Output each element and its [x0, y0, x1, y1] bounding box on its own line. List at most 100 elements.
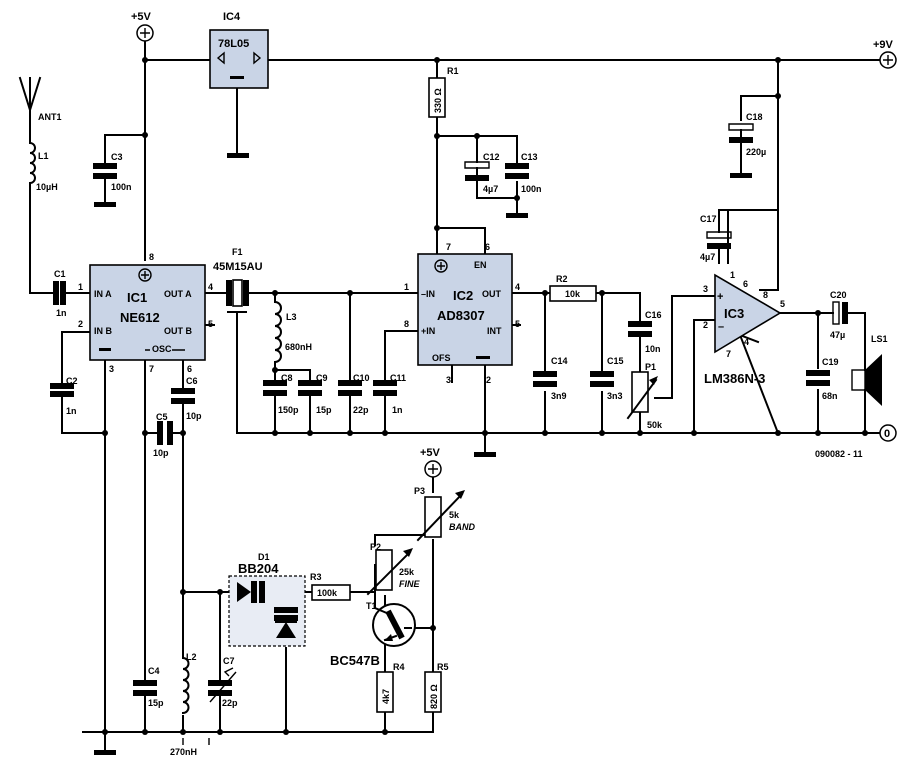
- svg-text:3n3: 3n3: [607, 391, 623, 401]
- varicap-diode-icon: [237, 582, 251, 602]
- supply-5v-label: +5V: [131, 11, 152, 23]
- svg-text:ANT1: ANT1: [38, 112, 62, 122]
- capacitor-c18: C18 220µ: [728, 112, 766, 178]
- capacitor-icon: [338, 380, 362, 396]
- ic1-part: NE612: [120, 310, 160, 325]
- capacitor-c6: C6 10p: [171, 376, 202, 421]
- svg-text:50k: 50k: [647, 420, 663, 430]
- svg-text:–: –: [718, 321, 724, 333]
- svg-text:C11: C11: [390, 373, 406, 383]
- capacitor-icon: [93, 163, 117, 179]
- ground-icon: [227, 153, 249, 158]
- capacitor-c13: C13 100n: [505, 152, 542, 218]
- capacitor-c10: C10 22p: [338, 373, 370, 415]
- inductor-l2: L2 270nH: [170, 652, 210, 757]
- capacitor-icon: [533, 371, 557, 387]
- supply-9v-label: +9V: [873, 39, 894, 51]
- svg-text:BAND: BAND: [449, 522, 475, 532]
- inductor-icon: [28, 141, 36, 185]
- svg-text:7: 7: [149, 364, 154, 374]
- capacitor-c17: C17 4µ7: [700, 214, 732, 262]
- svg-text:7: 7: [446, 242, 451, 252]
- capacitor-icon: [806, 370, 830, 386]
- svg-text:C9: C9: [316, 373, 328, 383]
- capacitor-c3: C3 100n: [93, 152, 132, 207]
- capacitor-c20: C20 47µ: [830, 290, 848, 340]
- resistor-r2: R2 10k: [549, 274, 597, 302]
- svg-text:8: 8: [149, 252, 154, 262]
- antenna: ANT1: [18, 76, 62, 122]
- wires: [29, 39, 881, 753]
- svg-text:8: 8: [763, 290, 768, 300]
- svg-text:C18: C18: [746, 112, 763, 122]
- ic4-regulator: IC4 78L05: [209, 11, 269, 89]
- svg-text:L1: L1: [38, 151, 49, 161]
- capacitor-c16: C16 10n: [628, 310, 662, 354]
- svg-text:R1: R1: [447, 66, 459, 76]
- crystal-filter-icon: [226, 280, 249, 306]
- inductor-l3: L3 680nH: [273, 300, 312, 364]
- svg-text:10p: 10p: [153, 448, 169, 458]
- svg-text:8: 8: [404, 319, 409, 329]
- trimmer-capacitor-c7: C7 22p: [208, 656, 238, 709]
- capacitor-c14: C14 3n9: [533, 356, 568, 401]
- inductor-icon: [273, 300, 282, 364]
- svg-text:R3: R3: [310, 572, 322, 582]
- loudspeaker-icon: [851, 369, 866, 391]
- svg-text:FINE: FINE: [399, 579, 420, 589]
- drawing-number: 090082 - 11: [815, 449, 863, 459]
- svg-text:OUT A: OUT A: [164, 289, 192, 299]
- ic3-audio-amp: IC3 LM386N-3 + – 1 2 3 4 5 6 7 8: [703, 270, 785, 386]
- loudspeaker-ls1: LS1: [851, 334, 888, 406]
- ic2-log-amp: IC2 AD8307 –IN +IN OUT EN INT OFS 1 2 3 …: [404, 242, 520, 385]
- svg-text:5: 5: [208, 319, 213, 329]
- svg-text:3: 3: [703, 284, 708, 294]
- resistor-icon: [549, 285, 597, 302]
- svg-text:C2: C2: [66, 376, 78, 386]
- svg-text:6: 6: [187, 364, 192, 374]
- svg-text:P2: P2: [370, 542, 381, 552]
- svg-text:100n: 100n: [111, 182, 132, 192]
- ic4-ref: IC4: [223, 11, 241, 23]
- resistor-icon: [311, 584, 351, 601]
- resistor-r3: R3 100k: [310, 572, 351, 601]
- resistor-icon: [424, 671, 442, 713]
- ic3-ref: IC3: [724, 306, 744, 321]
- svg-text:C17: C17: [700, 214, 717, 224]
- svg-text:L3: L3: [286, 312, 297, 322]
- svg-text:OSC: OSC: [152, 344, 172, 354]
- capacitor-c9: C9 15p: [298, 373, 332, 415]
- svg-text:C4: C4: [148, 666, 160, 676]
- capacitor-icon: [373, 380, 397, 396]
- svg-text:15p: 15p: [316, 405, 332, 415]
- svg-text:15p: 15p: [148, 698, 164, 708]
- svg-text:C5: C5: [156, 412, 168, 422]
- capacitor-icon: [53, 281, 66, 305]
- capacitor-c19: C19 68n: [806, 357, 839, 401]
- svg-text:150p: 150p: [278, 405, 299, 415]
- svg-text:100n: 100n: [521, 184, 542, 194]
- svg-text:+IN: +IN: [421, 326, 435, 336]
- potentiometer-p1: P1 50k: [626, 362, 663, 430]
- resistor-icon: [428, 77, 446, 118]
- capacitor-icon: [171, 388, 195, 404]
- ic2-part: AD8307: [437, 308, 485, 323]
- svg-text:5: 5: [515, 319, 520, 329]
- svg-text:1n: 1n: [56, 308, 67, 318]
- svg-text:10µH: 10µH: [36, 182, 58, 192]
- ground-icon: [94, 750, 116, 755]
- svg-text:68n: 68n: [822, 391, 838, 401]
- ic1-mixer: IC1 NE612 IN A IN B OUT A OUT B OSC 1 2 …: [78, 252, 213, 374]
- svg-text:F1: F1: [232, 247, 243, 257]
- svg-text:1: 1: [404, 282, 409, 292]
- capacitor-icon: [133, 680, 157, 696]
- svg-text:IN B: IN B: [94, 326, 113, 336]
- svg-text:R2: R2: [556, 274, 568, 284]
- capacitor-icon: [505, 163, 529, 179]
- svg-text:10n: 10n: [645, 344, 661, 354]
- svg-text:IN A: IN A: [94, 289, 112, 299]
- resistor-r4: R4 4k7: [376, 662, 405, 713]
- svg-text:2: 2: [486, 375, 491, 385]
- svg-text:6: 6: [743, 279, 748, 289]
